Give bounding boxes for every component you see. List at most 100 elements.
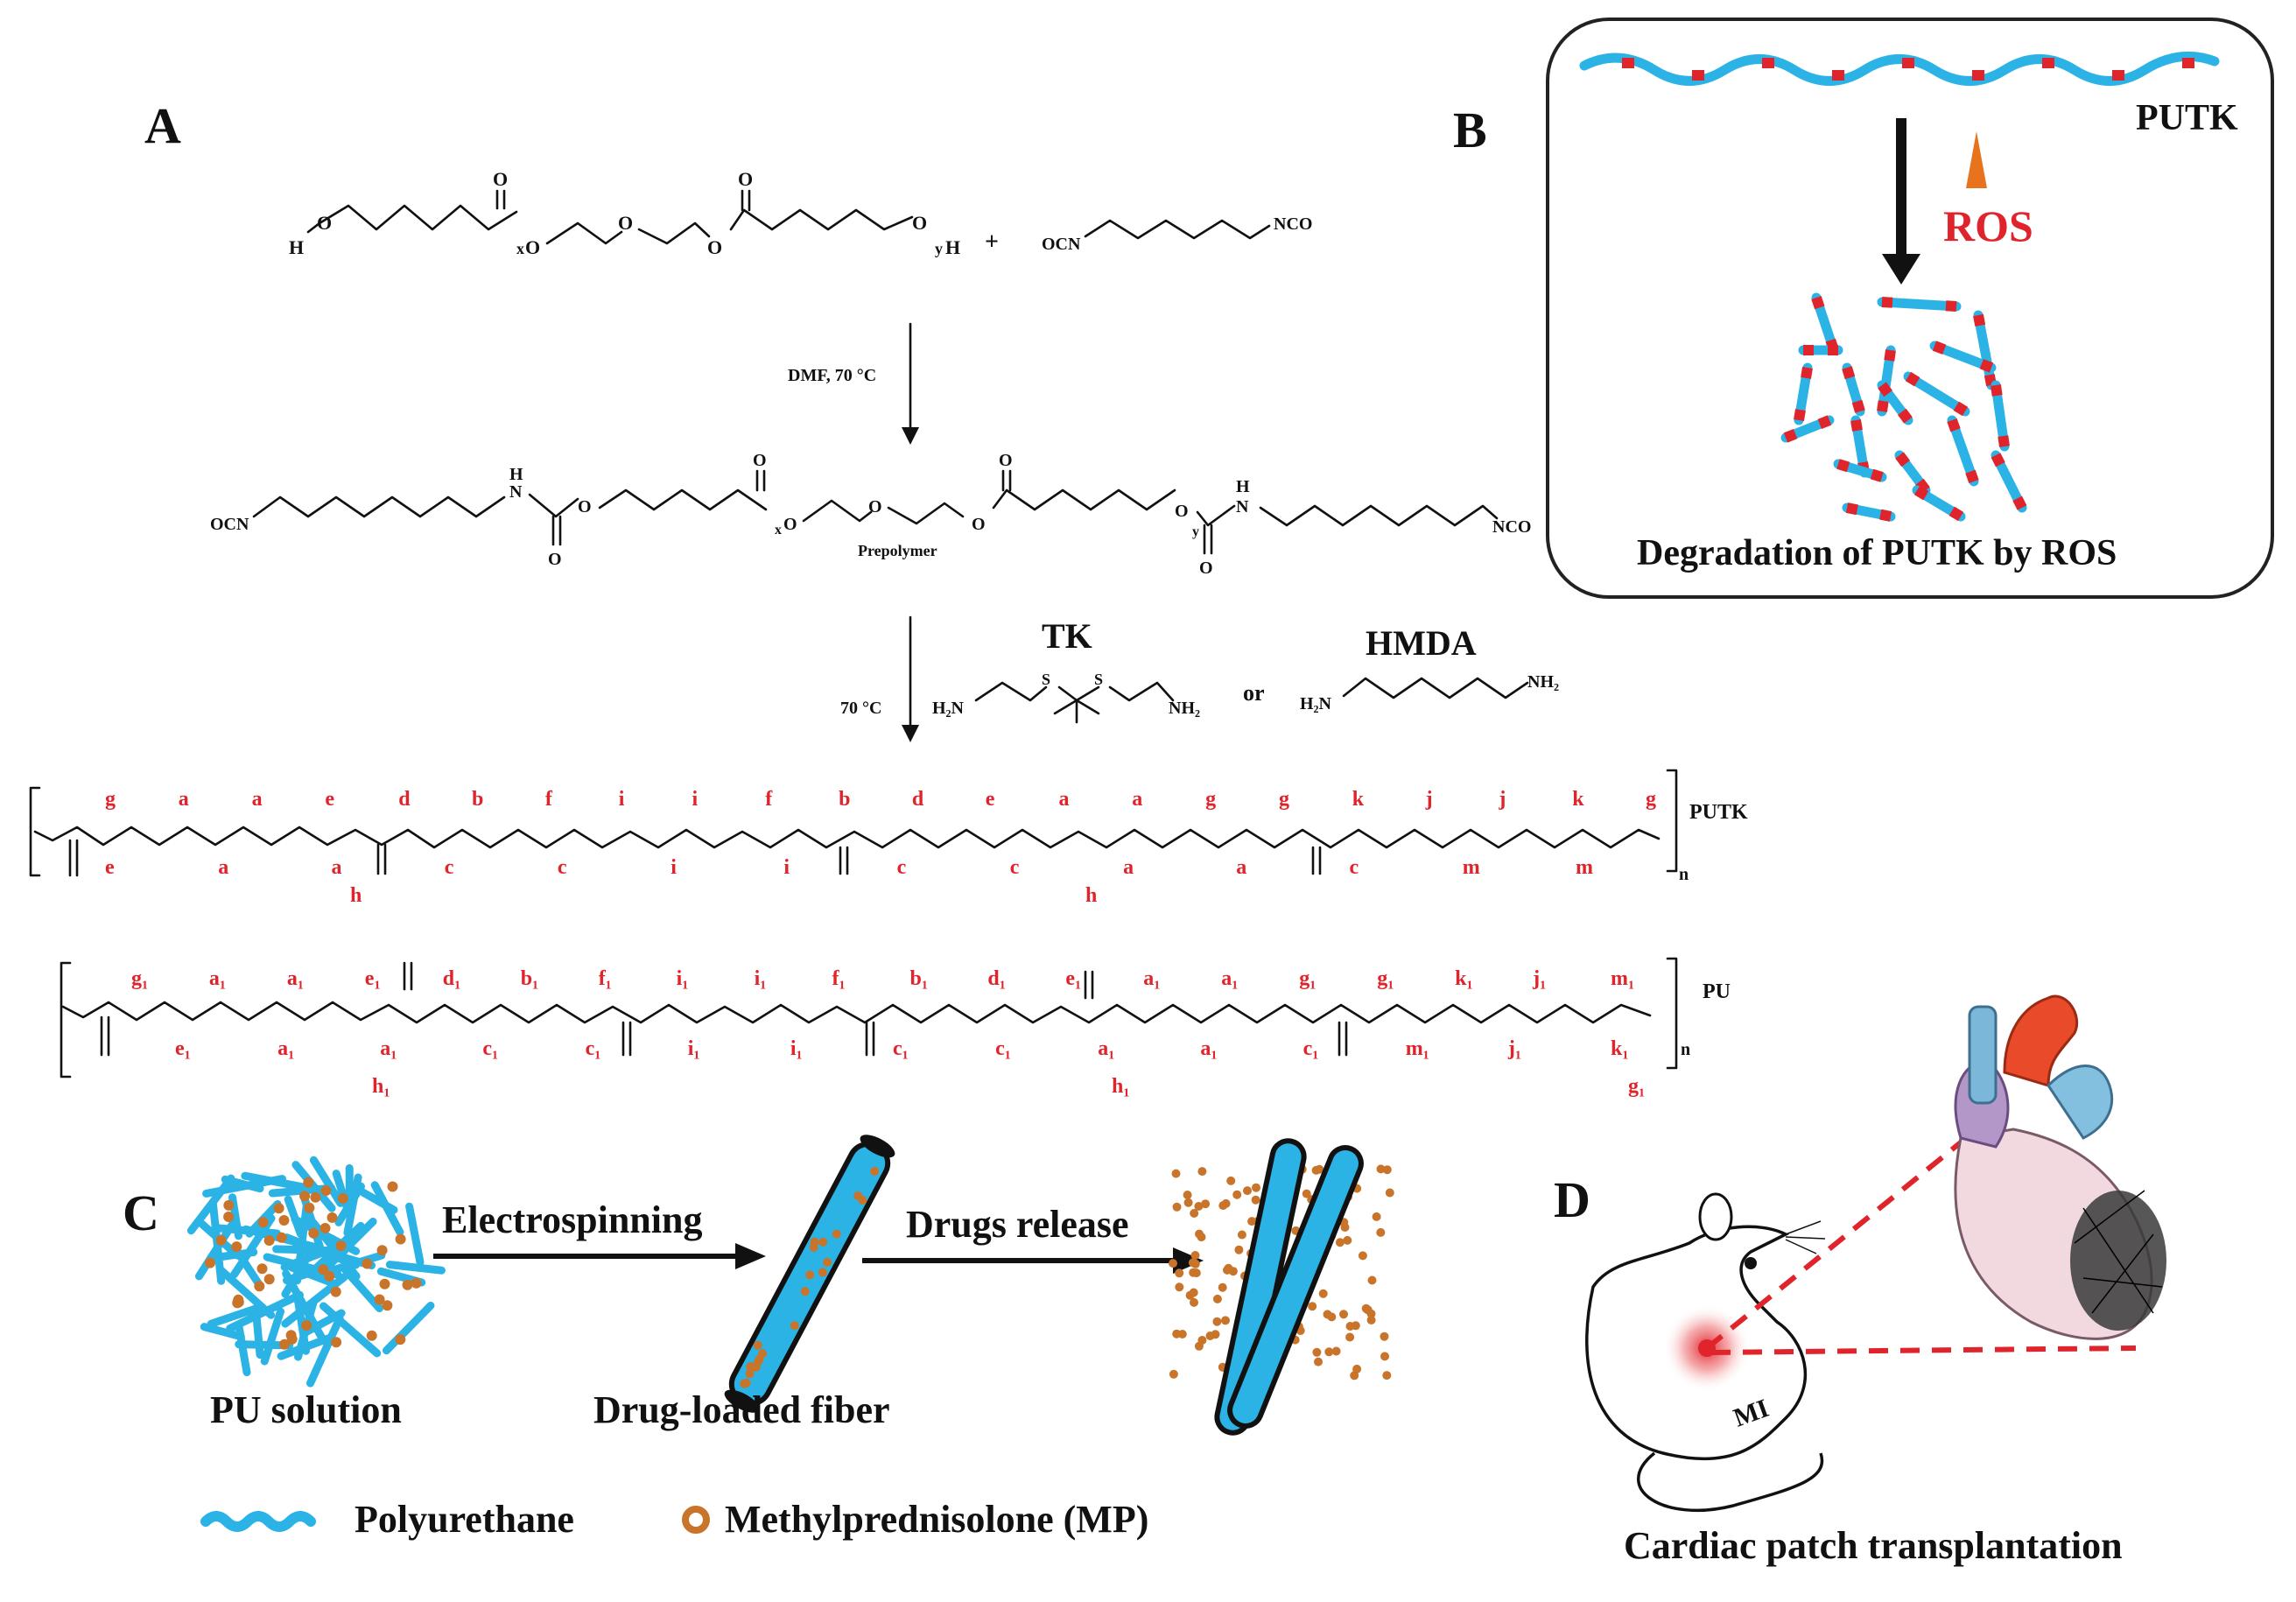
pu-strand	[200, 1323, 245, 1341]
tk-amine-left: H₂N	[932, 699, 965, 718]
drug-particle	[1345, 1332, 1355, 1342]
drug-particle	[800, 1287, 810, 1296]
atom-o: O	[707, 236, 722, 258]
fragment-end	[1801, 367, 1813, 379]
panel-letter-d: D	[1554, 1171, 1590, 1228]
drug-particle	[1237, 1230, 1246, 1240]
atom-n: N	[1236, 497, 1249, 516]
atom-label: a₁	[209, 967, 226, 990]
drugs-release-label: Drugs release	[906, 1203, 1129, 1246]
atom-o: O	[1175, 502, 1189, 521]
fragment-end	[1845, 502, 1858, 516]
atom-h: H	[509, 465, 523, 484]
hmda-amine-right: NH₂	[1527, 672, 1559, 692]
drug-particle	[1221, 1316, 1230, 1325]
drug-particle	[753, 1340, 762, 1350]
drug-particle	[324, 1270, 335, 1282]
atom-label: i	[671, 856, 677, 879]
or-text: or	[1243, 680, 1265, 706]
atom-label: a	[1236, 856, 1246, 879]
fragment-end	[1884, 349, 1896, 362]
label-h1: h₁	[372, 1075, 390, 1098]
fragment-end	[1879, 509, 1892, 522]
drug-particle	[395, 1334, 406, 1346]
atom-label: e₁	[175, 1037, 191, 1060]
pu-strand	[207, 1304, 259, 1328]
drug-particle	[278, 1215, 290, 1226]
drug-particle	[326, 1212, 338, 1223]
pu-strand	[405, 1202, 425, 1267]
atom-label: m₁	[1406, 1037, 1429, 1060]
heart-aorta	[2003, 994, 2079, 1088]
panel-d-caption: Cardiac patch transplantation	[1624, 1524, 2123, 1567]
drug-particle	[411, 1277, 422, 1289]
heart-vena-cava	[1968, 1005, 1998, 1105]
atom-label: c₁	[586, 1037, 601, 1060]
fragment-end	[1811, 296, 1825, 310]
condition-2: 70 °C	[840, 699, 881, 718]
drug-particle	[1218, 1282, 1227, 1292]
pu-strand	[385, 1261, 446, 1275]
fragment-end	[1817, 415, 1832, 430]
ocn-group: OCN	[1042, 235, 1081, 254]
drug-particle	[740, 1379, 749, 1388]
atom-label: c	[558, 856, 567, 879]
prepolymer-chain-2	[598, 488, 768, 511]
drug-particle	[362, 1258, 373, 1269]
drug-particle	[257, 1217, 269, 1228]
fragment	[1973, 310, 1997, 390]
drug-release-illustration	[1169, 1138, 1394, 1436]
atom-label: c₁	[1303, 1037, 1319, 1060]
fragment-end	[1973, 313, 1986, 327]
atom-label: a	[1059, 788, 1070, 811]
bracket-right	[1666, 769, 1678, 873]
atom-label: a₁	[277, 1037, 294, 1060]
drug-particle	[1352, 1364, 1362, 1374]
tk-title: TK	[1042, 616, 1092, 656]
ocn-group: OCN	[210, 515, 249, 534]
label-h: h	[1085, 884, 1097, 907]
legend-mp-swatch	[682, 1506, 710, 1534]
drug-particle	[1234, 1245, 1244, 1254]
atom-label: i	[783, 856, 790, 879]
drug-particle	[1367, 1275, 1377, 1285]
atom-label: a₁	[1200, 1037, 1217, 1060]
fragment-end	[1850, 419, 1863, 432]
prepolymer-label: Prepolymer	[858, 542, 937, 559]
pu-strand	[281, 1273, 348, 1328]
pu-strand	[235, 1250, 263, 1289]
label-h: h	[350, 884, 362, 907]
legend-polyurethane-swatch	[200, 1511, 316, 1532]
hmda-title: HMDA	[1366, 623, 1477, 663]
condition-1: DMF, 70 °C	[788, 366, 876, 385]
drug-particle	[1183, 1198, 1193, 1207]
drug-particle	[1194, 1202, 1204, 1211]
drug-particle	[758, 1349, 768, 1359]
pu-strand	[216, 1266, 276, 1319]
drug-particle	[1212, 1317, 1222, 1326]
pu-backbone	[61, 1001, 1652, 1024]
pu-strand	[212, 1224, 281, 1238]
fragment-end	[1794, 409, 1806, 421]
drug-particle	[809, 1242, 818, 1252]
atom-label: k	[1572, 788, 1584, 811]
pu-strand	[221, 1175, 264, 1193]
pu-strand	[298, 1190, 325, 1253]
drug-particle	[1312, 1347, 1322, 1357]
drug-particle	[1169, 1259, 1177, 1268]
rat-tail	[1637, 1451, 1824, 1513]
drug-particle	[318, 1264, 329, 1275]
drug-particle	[304, 1202, 315, 1213]
fragment	[1947, 415, 1979, 487]
panel-b: PUTK ROS Degradation of PUTK by ROS	[1546, 18, 2274, 599]
drug-particle	[1314, 1357, 1323, 1367]
drug-particle	[337, 1192, 348, 1204]
atom-o: O	[738, 168, 753, 190]
atom-o: O	[578, 497, 592, 516]
drug-particle	[1380, 1331, 1389, 1341]
atom-label: a₁	[1143, 967, 1160, 990]
